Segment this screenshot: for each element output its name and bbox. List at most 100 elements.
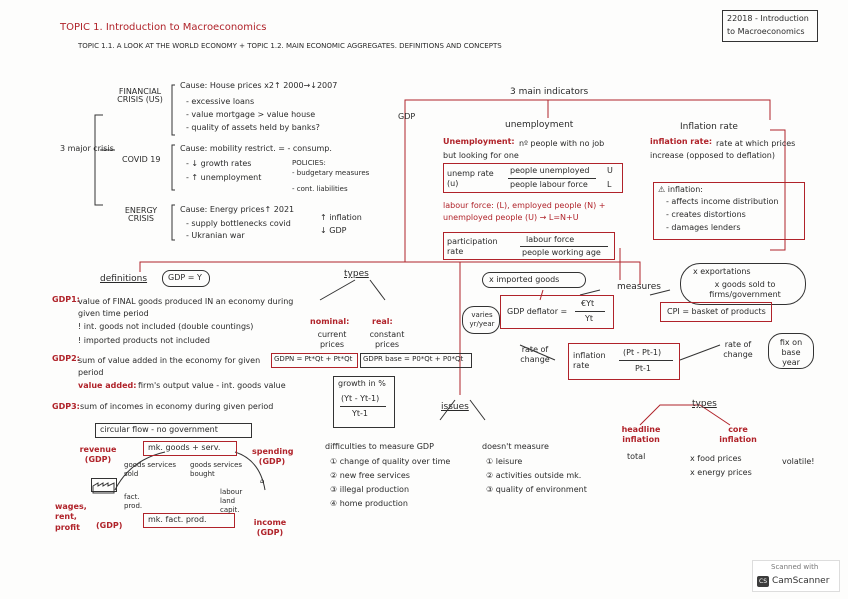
course-line-2: to Macroeconomics [727, 27, 805, 36]
inflation-rate-num: (Pt - Pt-1) [623, 348, 662, 357]
energy-item-2: - Ukranian war [186, 231, 245, 240]
growth-box: growth in % (Yt - Yt-1) Yt-1 [333, 376, 395, 428]
growth-title: growth in % [338, 379, 386, 388]
participation-box: participation rate labour force people w… [443, 232, 615, 260]
gdp-deflator-den: Yt [585, 314, 594, 323]
covid-item-1: - ↓ growth rates [186, 159, 252, 168]
crisis-label: 3 major crisis [60, 144, 114, 153]
rate-change-right: rate of change [723, 340, 753, 360]
doesnt-measure-2: ② activities outside mk. [486, 471, 582, 480]
doesnt-measure-1: ① leisure [486, 457, 523, 466]
participation-num: labour force [526, 235, 575, 244]
goods-sold: goods services sold [124, 461, 177, 479]
camscanner-watermark: Scanned with CS CamScanner [752, 560, 840, 592]
scanned-with: Scanned with [771, 563, 819, 571]
covid-cause: Cause: mobility restrict. = - consump. [180, 144, 332, 153]
gdp-deflator-label: GDP deflator = [507, 307, 568, 316]
doesnt-measure-title: doesn't measure [482, 442, 549, 451]
real-desc: constant prices [369, 330, 405, 350]
nominal-formula-box: GDPN = Pt*Qt + Pt*Qt [271, 353, 358, 368]
inflation-effects-box: ⚠ inflation: - affects income distributi… [653, 182, 805, 240]
types-label: types [344, 269, 369, 279]
circular-flow-title: circular flow - no government [100, 425, 218, 434]
varies-text: varies yr/year [469, 311, 495, 329]
unemp-rate-short-num: U [607, 166, 613, 175]
value-added-def: firm's output value - int. goods value [138, 381, 286, 390]
energy-item-1: - supply bottlenecks covid [186, 219, 291, 228]
inflation-types-label: types [692, 399, 717, 409]
gdp-label: GDP [398, 112, 416, 121]
value-added-label: value added: [78, 381, 137, 390]
covid-policies-3: - cont. liabilities [292, 185, 348, 193]
camscanner-brand: CamScanner [772, 576, 830, 586]
covid-policies-1: POLICIES: [292, 159, 326, 167]
subtopic-title: TOPIC 1.1. A LOOK AT THE WORLD ECONOMY +… [78, 42, 502, 50]
firms-icon [91, 478, 117, 494]
varies-bubble: varies yr/year [462, 306, 500, 334]
unemp-rate-label: unemp rate (u) [447, 169, 494, 189]
core-item-1: x food prices [690, 454, 742, 463]
course-line-1: 22018 - Introduction [727, 14, 809, 23]
gdp1-note-1: ! int. goods not included (double counti… [78, 322, 254, 331]
circular-flow-title-box: circular flow - no government [95, 423, 252, 438]
difficulty-2: ② new free services [330, 471, 410, 480]
inflation-rate-den: Pt-1 [635, 364, 651, 373]
market-fact-box: mk. fact. prod. [143, 513, 235, 528]
gdp1-note-2: ! imported products not included [78, 336, 210, 345]
fix-base-text: fix on base year [779, 338, 803, 367]
real-formula-box: GDPR base = P0*Qt + P0*Qt [360, 353, 472, 368]
inflation-rate-label: inflation rate [573, 351, 606, 371]
inflation-title: Inflation rate [680, 122, 738, 132]
growth-den: Yt-1 [352, 409, 368, 418]
core-inflation: core inflation [719, 425, 757, 445]
energy-cause: Cause: Energy prices↑ 2021 [180, 205, 295, 214]
headline-inflation: headline inflation [621, 425, 661, 445]
financial-item-3: - quality of assets held by banks? [186, 123, 320, 132]
households-icon: ⌂ [260, 477, 265, 485]
unemp-rate-num: people unemployed [510, 166, 590, 175]
participation-den: people working age [522, 248, 601, 257]
spending-label: spending (GDP) [252, 447, 294, 467]
unemp-rate-short-den: L [607, 180, 612, 189]
revenue-label: revenue (GDP) [79, 445, 117, 465]
covid-title: COVID 19 [122, 155, 161, 164]
energy-crisis-title: ENERGY CRISIS [124, 206, 158, 223]
headline-desc: total [627, 452, 646, 461]
course-box: 22018 - Introduction to Macroeconomics [722, 10, 818, 42]
exportations: x exportations [693, 267, 751, 276]
inflation-effect-3: - damages lenders [666, 223, 741, 232]
financial-cause: Cause: House prices x2↑ 2000→↓2007 [180, 81, 338, 90]
nominal-desc: current prices [317, 330, 347, 350]
inflation-def-label: inflation rate: [650, 137, 713, 146]
goods-sold-firms: x goods sold to firms/government [709, 280, 781, 299]
issues-label: issues [441, 402, 469, 412]
gdp-deflator-num: €Yt [581, 299, 595, 308]
imported-goods: x imported goods [489, 275, 560, 284]
exports-bubble: x exportations x goods sold to firms/gov… [680, 263, 806, 305]
energy-effect-1: ↑ inflation [320, 213, 362, 222]
labour-land-capital: labour land capit. [220, 488, 243, 515]
gdp1-label: GDP1: [52, 295, 80, 304]
real-title: real: [372, 317, 393, 326]
topic-title: TOPIC 1. Introduction to Macroeconomics [60, 22, 267, 33]
inflation-warning: ⚠ inflation: [658, 185, 703, 194]
fix-base-bubble: fix on base year [768, 333, 814, 369]
gdp1-def: value of FINAL goods produced IN an econ… [78, 297, 294, 318]
unemployment-def: nº people with no job but looking for on… [443, 139, 605, 160]
market-goods-box: mk. goods + serv. [143, 441, 237, 456]
covid-item-2: - ↑ unemployment [186, 173, 262, 182]
market-goods: mk. goods + serv. [148, 443, 221, 452]
unemp-rate-box: unemp rate (u) people unemployed people … [443, 163, 623, 193]
unemployment-title: unemployment [505, 120, 574, 130]
inflation-rate-box: inflation rate (Pt - Pt-1) Pt-1 [568, 343, 680, 380]
goods-bought: goods services bought [190, 461, 243, 479]
unemployment-def-label: Unemployment: [443, 137, 515, 146]
rate-change-left: rate of change [520, 345, 550, 365]
financial-item-2: - value mortgage > value house [186, 110, 316, 119]
difficulties-title: difficulties to measure GDP [325, 442, 434, 451]
covid-policies-2: - budgetary measures [292, 169, 370, 177]
gdp3-label: GDP3: [52, 402, 80, 411]
inflation-effect-1: - affects income distribution [666, 197, 779, 206]
